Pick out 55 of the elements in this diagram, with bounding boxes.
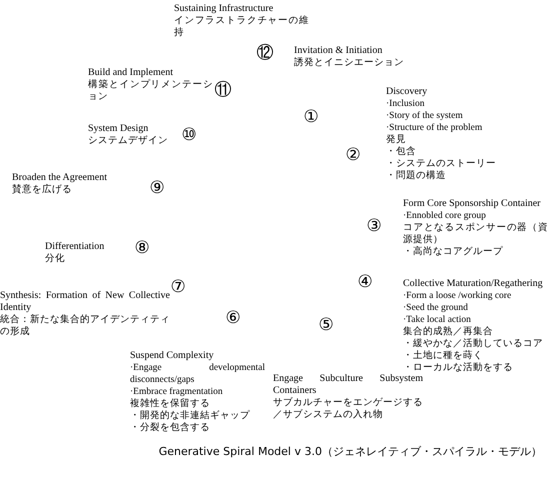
step-text: ·Engage developmental disconnects/gaps [130, 362, 265, 386]
step-text: ·Structure of the problem [386, 122, 484, 134]
step-text: ・土地に種を蒔く [403, 350, 484, 362]
step-number: ⑥ [226, 309, 241, 327]
step-number: ⑨ [150, 179, 165, 197]
step-text: ・問題の構造 [386, 170, 447, 182]
step-number: ⑪ [214, 81, 232, 99]
step-title: Discovery [386, 86, 428, 98]
step-text: コアとなるスポンサーの器（資源提供） [403, 222, 548, 246]
caption: Generative Spiral Model v 3.0（ジェネレイティブ・スパイラル・モデル） [158, 444, 542, 459]
step-text: ・緩やかな／活動しているコア [403, 338, 544, 350]
step-title: Form Core Sponsorship Container [403, 198, 542, 210]
step-text: システムデザイン [88, 135, 169, 147]
step-title: Differentiation [45, 241, 106, 253]
step-text: 分化 [45, 253, 66, 265]
step-title: Invitation & Initiation [294, 45, 384, 57]
step-number: ⑫ [256, 44, 274, 62]
step-number: ① [304, 108, 319, 126]
step-text: ·Take local action [403, 314, 472, 326]
step-text: 統合：新たな集合的アイデンティティの形成 [0, 314, 170, 338]
step-number: ⑦ [170, 278, 186, 296]
step-title: Build and Implement [88, 67, 174, 79]
step-title: Suspend Complexity [130, 350, 215, 362]
step-number: ⑧ [134, 239, 150, 257]
step-text: ·Form a loose /working core [403, 290, 512, 302]
step-text: 構築とインプリメンテーション [88, 79, 213, 103]
step-number: ⑩ [182, 126, 197, 144]
step-number: ⑤ [318, 316, 334, 334]
step-text: インフラストラクチャーの維持 [174, 15, 309, 39]
step-text: ·Inclusion [386, 98, 426, 110]
step-text: 集合的成熟／再集合 [403, 326, 494, 338]
step-text: ・開発的な非連結ギャップ [130, 410, 251, 422]
step-text: ・システムのストーリー [386, 158, 497, 170]
step-number: ③ [366, 217, 382, 235]
step-title: System Design [88, 123, 150, 135]
step-title: Synthesis: Formation of New Collective Identity [0, 290, 170, 314]
step-title: Engage Subculture Subsystem Containers [273, 373, 423, 397]
step-title: Broaden the Agreement [12, 172, 108, 184]
step-text: ·Ennobled core group [403, 210, 487, 222]
step-text: 誘発とイニシエーション [294, 57, 405, 69]
step-text: 複雑性を保留する [130, 398, 211, 410]
step-text: ・包含 [386, 146, 417, 158]
step-text: ・ローカルな活動をする [403, 362, 514, 374]
step-text: サブカルチャーをエンゲージする／サブシステムの入れ物 [273, 397, 423, 421]
step-text: ·Seed the ground [403, 302, 469, 314]
step-text: ・分裂を包含する [130, 422, 211, 434]
step-title: Collective Maturation/Regathering [403, 278, 544, 290]
step-text: ·Story of the system [386, 110, 464, 122]
step-text: ·Embrace fragmentation [130, 386, 224, 398]
step-number: ② [346, 146, 361, 164]
step-text: ・高尚なコアグループ [403, 246, 504, 258]
step-title: Sustaining Infrastructure [174, 3, 274, 15]
step-text: 発見 [386, 134, 406, 146]
step-text: 賛意を広げる [12, 184, 73, 196]
step-number: ④ [358, 273, 373, 291]
